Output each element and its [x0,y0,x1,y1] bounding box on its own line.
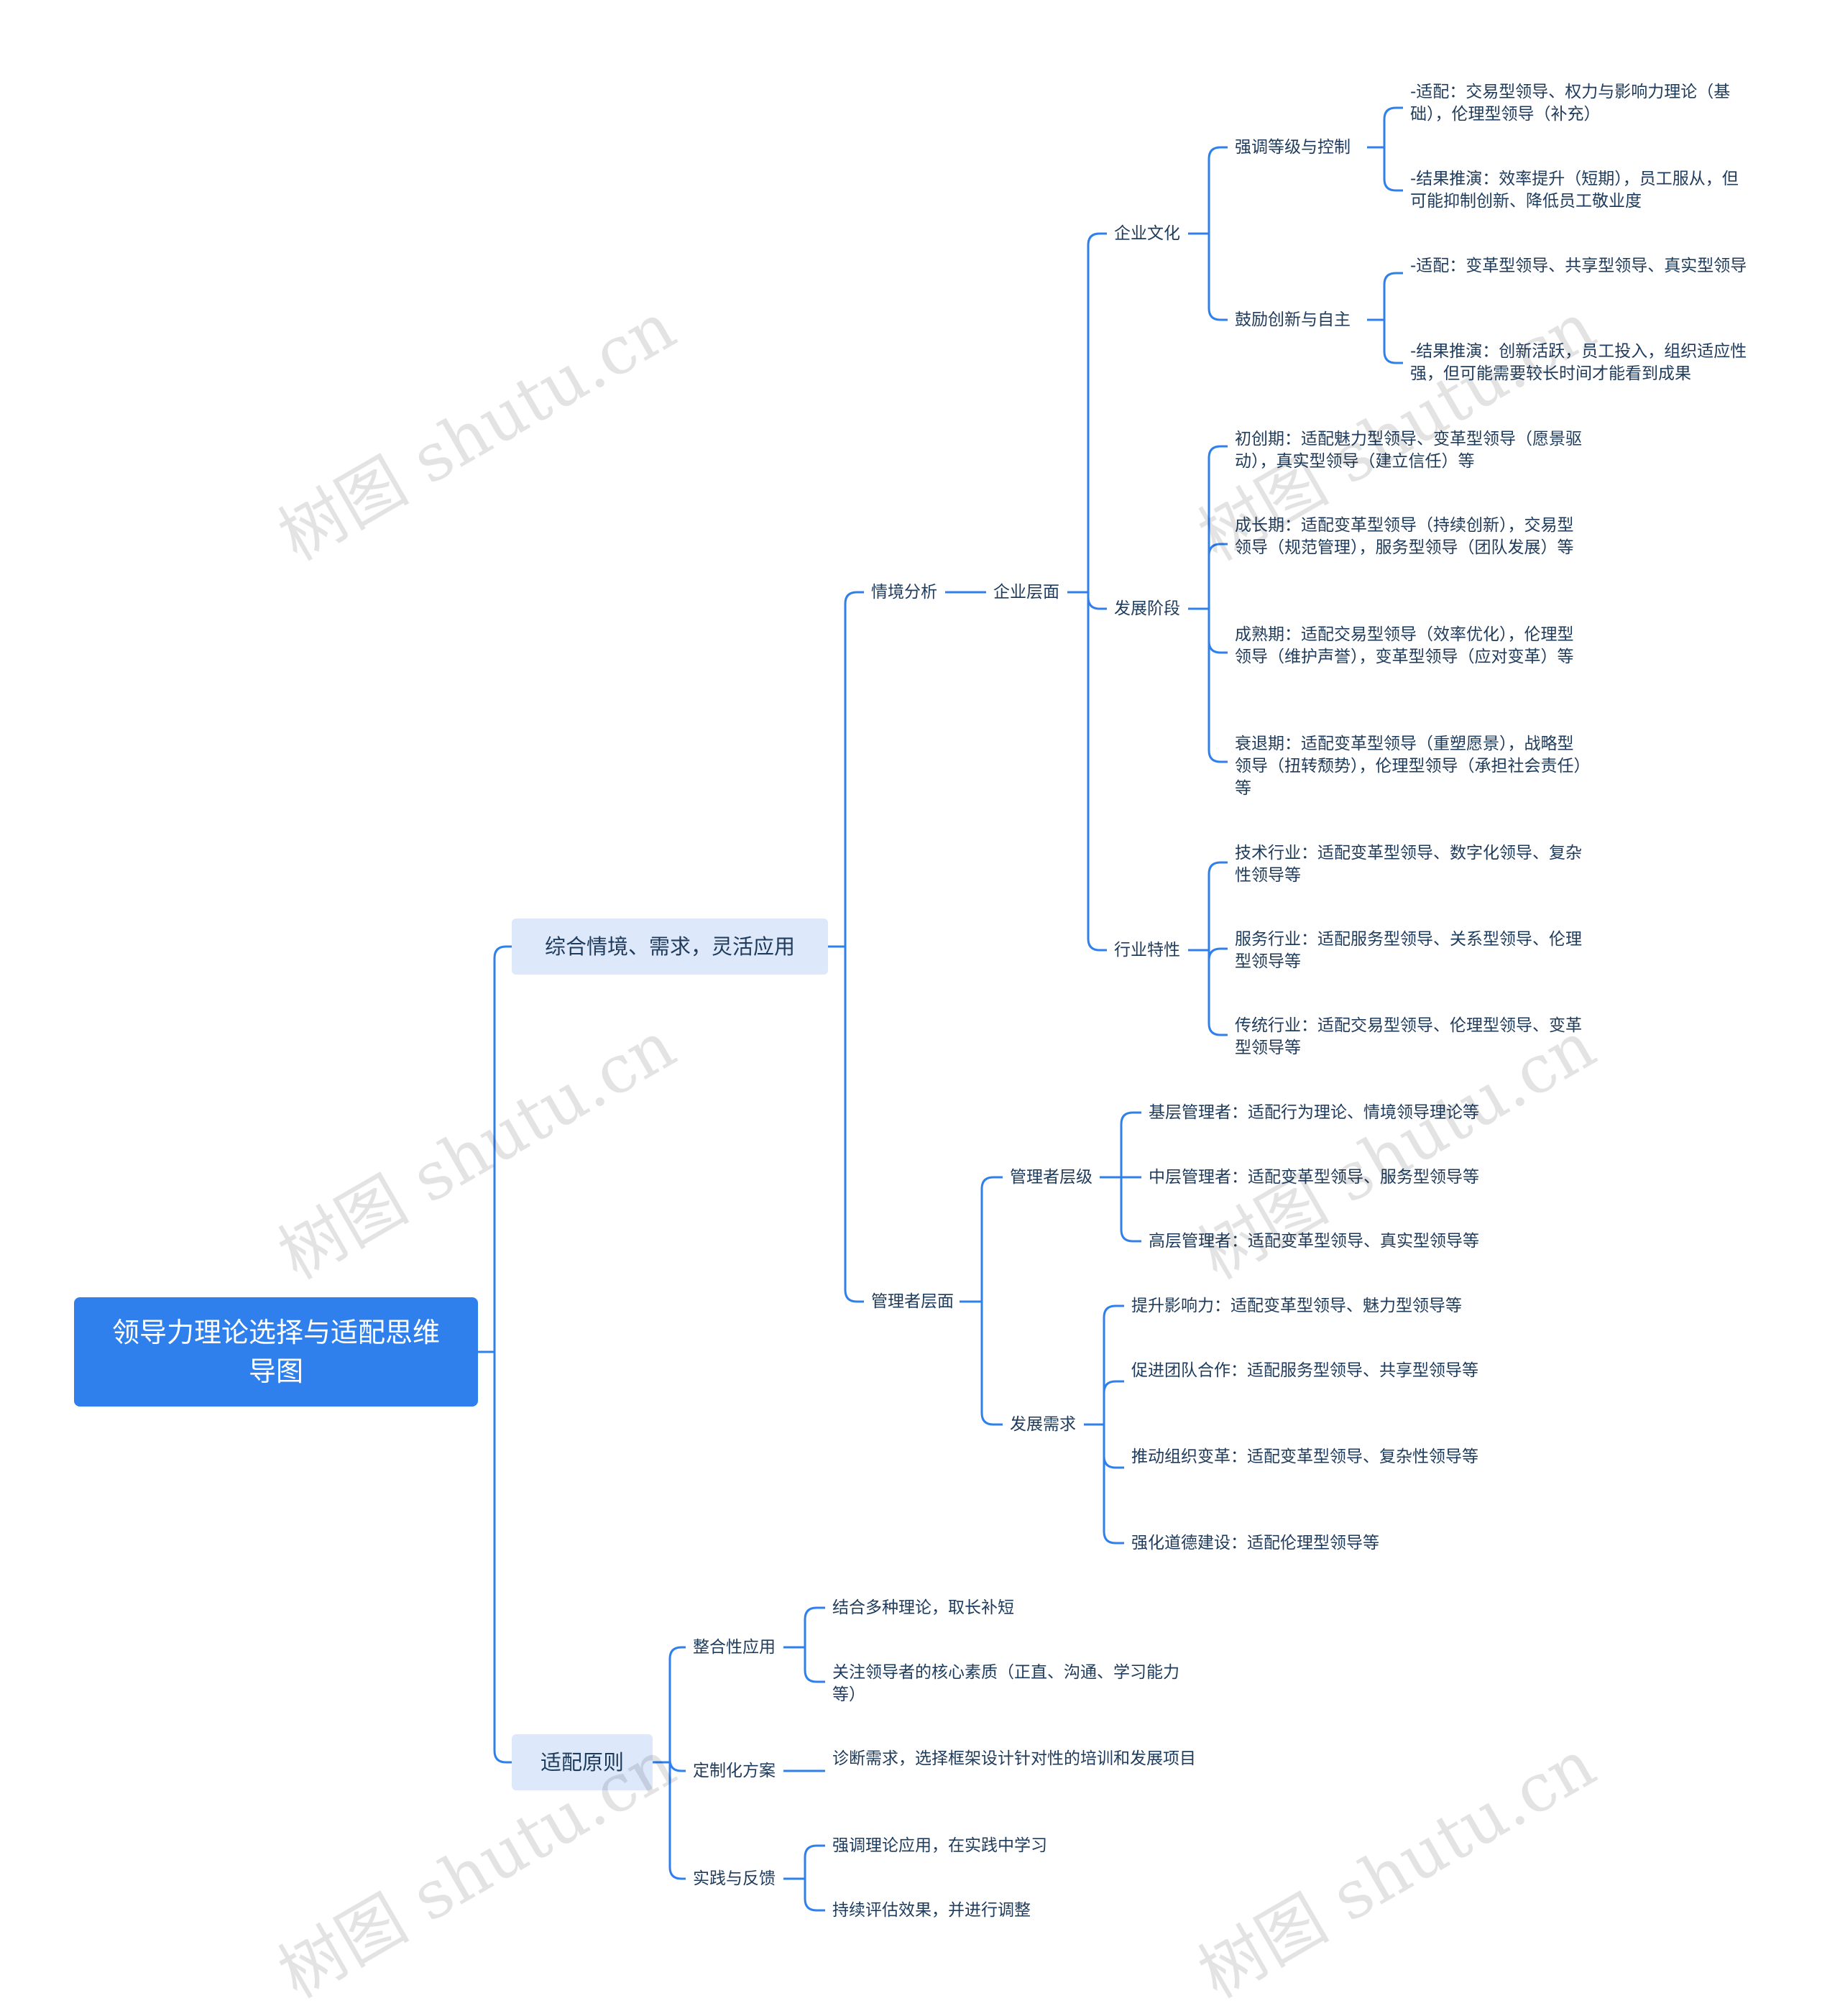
industry-leaf-1: 技术行业：适配变革型领导、数字化领导、复杂性领导等 [1235,844,1582,885]
needs-node[interactable]: 发展需求 [1010,1415,1076,1434]
custom-node[interactable]: 定制化方案 [693,1762,776,1780]
connector-industry-0 [1188,861,1228,952]
needs-leaf-3: 推动组织变革：适配变革型领导、复杂性领导等 [1131,1447,1478,1466]
connector-principle-2 [653,1761,686,1880]
level-leaf-1: 基层管理者：适配行为理论、情境领导理论等 [1149,1103,1479,1122]
stage-leaf-4: 衰退期：适配变革型领导（重塑愿景），战略型领导（扭转颓势），伦理型领导（承担社会… [1235,735,1582,798]
connector-stage-1 [1188,543,1228,610]
stage-leaf-3: 成熟期：适配交易型领导（效率优化），伦理型领导（维护声誉），变革型领导（应对变革… [1235,625,1574,666]
stage-node[interactable]: 发展阶段 [1114,599,1180,618]
connector-needs-1 [1084,1380,1124,1426]
industry-node[interactable]: 行业特性 [1114,941,1180,959]
connector-manager-1 [960,1300,1003,1426]
stage-leaf-2: 成长期：适配变革型领导（持续创新），交易型领导（规范管理），服务型领导（团队发展… [1235,516,1574,557]
connector-stage-3 [1188,607,1228,763]
integrated-leaf-1: 结合多种理论，取长补短 [832,1598,1014,1617]
hierarchy-leaf-2: -结果推演：效率提升（短期），员工服从，但可能抑制创新、降低员工敬业度 [1410,170,1739,211]
culture-node[interactable]: 企业文化 [1114,224,1180,243]
practice-node[interactable]: 实践与反馈 [693,1869,776,1888]
connector-culture-1 [1188,232,1228,321]
connector-integrated-1 [783,1646,825,1683]
custom-leaf-1: 诊断需求，选择框架设计针对性的培训和发展项目 [832,1749,1196,1768]
connector-main-1 [828,945,864,1303]
industry-leaf-3: 传统行业：适配交易型领导、伦理型领导、变革型领导等 [1235,1016,1582,1057]
needs-leaf-1: 提升影响力：适配变革型领导、魅力型领导等 [1131,1297,1462,1315]
connector-principle-0 [653,1646,686,1764]
connector-level-2 [1100,1176,1141,1243]
innovation-leaf-2: -结果推演：创新活跃，员工投入，组织适应性强，但可能需要较长时间才能看到成果 [1410,342,1747,383]
connector-enterprise-2 [1067,591,1107,952]
branch-main-node[interactable]: 综合情境、需求，灵活应用 [512,919,828,975]
connector-industry-2 [1188,949,1228,1036]
connector-culture-0 [1188,146,1228,235]
practice-leaf-1: 强调理论应用，在实践中学习 [832,1836,1047,1855]
level-leaf-3: 高层管理者：适配变革型领导、真实型领导等 [1149,1232,1479,1251]
innovation-node[interactable]: 鼓励创新与自主 [1235,310,1351,329]
hierarchy-node[interactable]: 强调等级与控制 [1235,138,1351,157]
enterprise-node[interactable]: 企业层面 [993,583,1059,602]
practice-leaf-2: 持续评估效果，并进行调整 [832,1901,1031,1920]
manager-node[interactable]: 管理者层面 [871,1292,954,1311]
innovation-leaf-1: -适配：变革型领导、共享型领导、真实型领导 [1410,257,1747,275]
hierarchy-leaf-1: -适配：交易型领导、权力与影响力理论（基础），伦理型领导（补充） [1410,83,1731,124]
connector-manager-0 [960,1176,1003,1303]
root-node[interactable]: 领导力理论选择与适配思维导图 [74,1297,478,1407]
connector-enterprise-0 [1067,232,1107,594]
connector-principle-1 [653,1759,686,1772]
stage-leaf-1: 初创期：适配魅力型领导、变革型领导（愿景驱动），真实型领导（建立信任）等 [1235,430,1582,471]
branch-principle-node[interactable]: 适配原则 [512,1734,653,1790]
industry-leaf-2: 服务行业：适配服务型领导、关系型领导、伦理型领导等 [1235,930,1582,971]
root-title: 领导力理论选择与适配思维导图 [111,1317,440,1387]
connector-main-0 [828,591,864,948]
connector-innovation-0 [1367,272,1403,321]
level-leaf-2: 中层管理者：适配变革型领导、服务型领导等 [1149,1168,1479,1187]
connector-practice-1 [783,1877,825,1912]
integrated-leaf-2: 关注领导者的核心素质（正直、沟通、学习能力等） [832,1663,1179,1704]
connector-hierarchy-0 [1367,106,1403,149]
needs-leaf-2: 促进团队合作：适配服务型领导、共享型领导等 [1131,1361,1478,1380]
connector-integrated-0 [783,1606,825,1649]
connector-root-0 [478,945,512,1353]
connector-level-0 [1100,1111,1141,1179]
connector-root-1 [478,1350,512,1764]
needs-leaf-4: 强化道德建设：适配伦理型领导等 [1131,1534,1379,1552]
connector-hierarchy-1 [1367,146,1403,192]
level-node[interactable]: 管理者层级 [1010,1168,1092,1187]
connector-practice-0 [783,1844,825,1880]
situation-node[interactable]: 情境分析 [871,583,937,602]
connector-innovation-1 [1367,318,1403,364]
connector-needs-3 [1084,1423,1124,1545]
connector-stage-0 [1188,445,1228,610]
connector-needs-0 [1084,1304,1124,1426]
integrated-node[interactable]: 整合性应用 [693,1638,776,1657]
